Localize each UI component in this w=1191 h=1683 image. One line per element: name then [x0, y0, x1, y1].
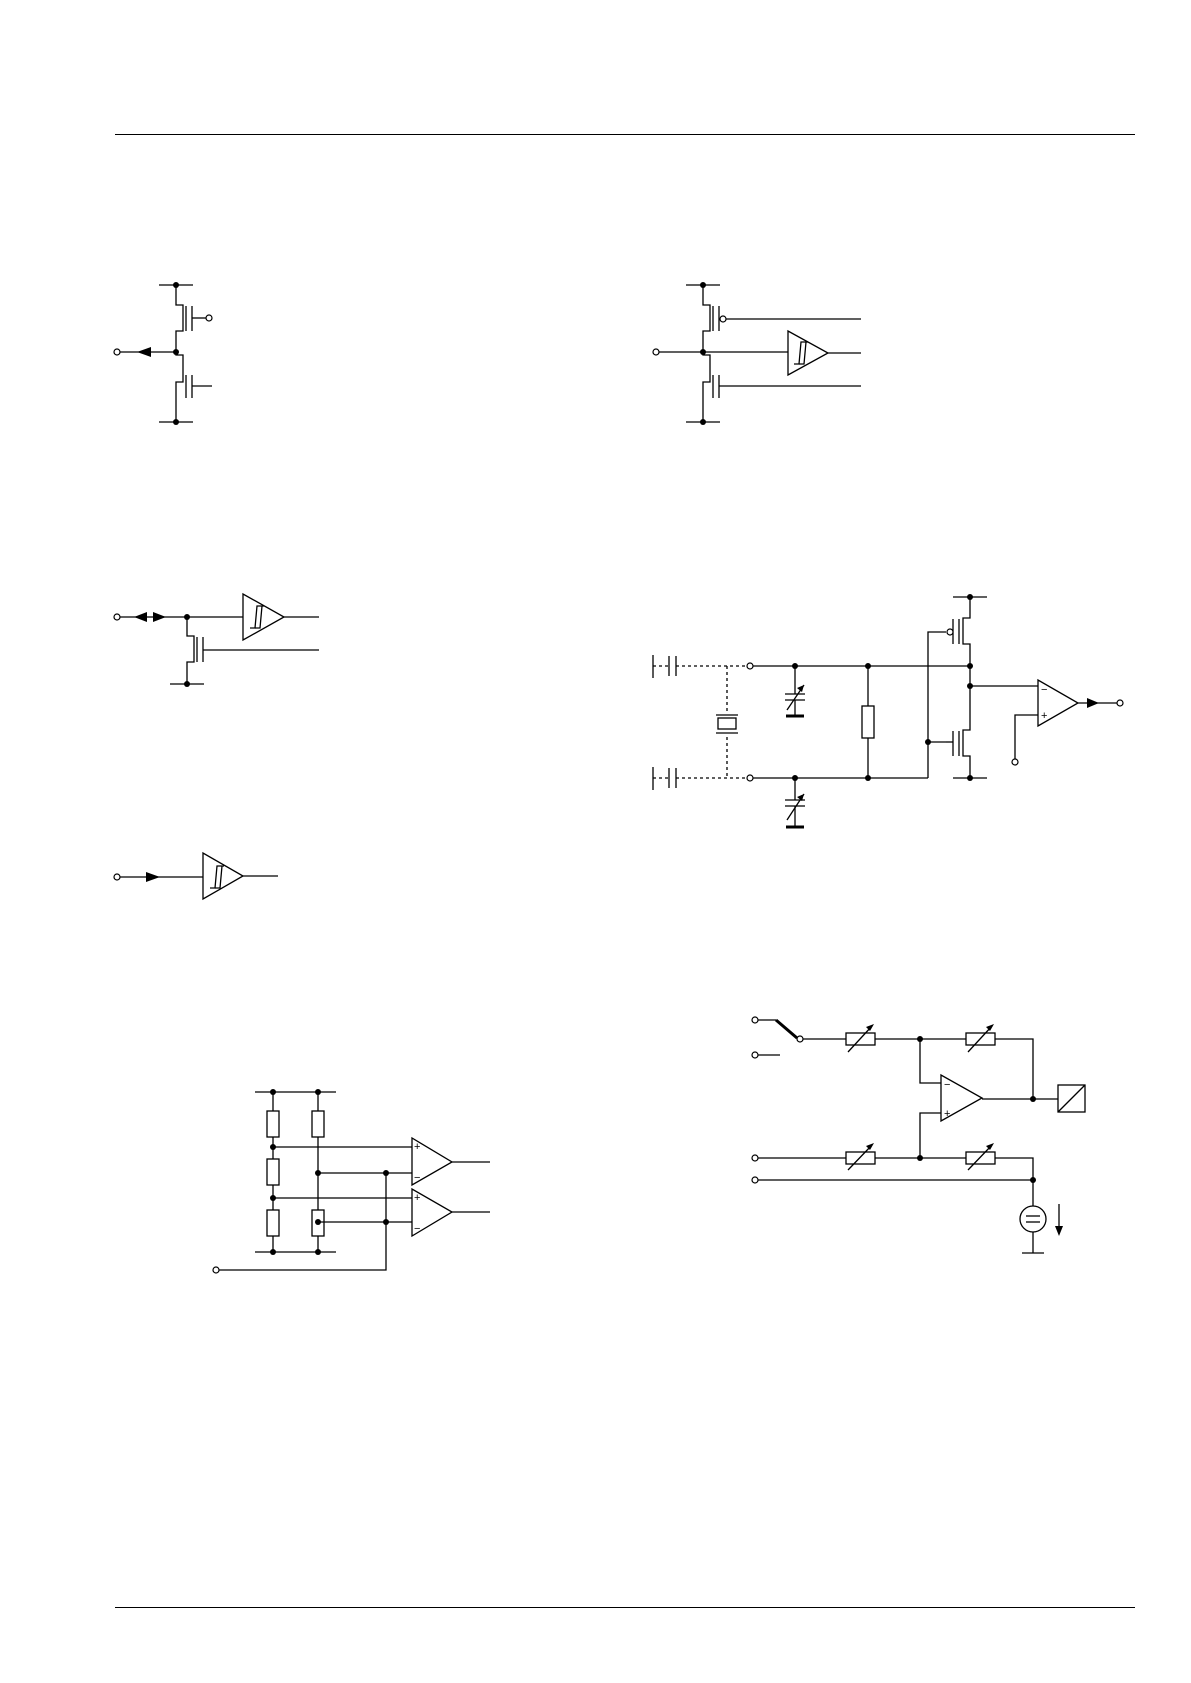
resistor-icon [312, 1210, 324, 1252]
input-arrow-icon [146, 872, 160, 882]
potentiometer-icon [966, 1143, 995, 1170]
n-channel-mosfet-icon [187, 617, 319, 684]
capacitor-icon [653, 655, 676, 678]
n-channel-mosfet-icon [186, 375, 212, 398]
opamp-plus-sign: + [414, 1192, 420, 1204]
push-pull-output-stage [114, 282, 212, 425]
resistor-icon [312, 1092, 324, 1210]
comparator-icon: + − [412, 1138, 452, 1185]
p-channel-mosfet-icon [713, 306, 861, 331]
current-source-icon [1020, 1204, 1063, 1253]
schmitt-trigger-icon [788, 331, 828, 375]
bidirectional-open-drain-port [114, 594, 319, 687]
variable-capacitor-icon [785, 666, 805, 716]
opamp-icon: − + [941, 1075, 982, 1121]
mosfet-icon [946, 666, 970, 778]
window-comparator: + − + − [213, 1089, 490, 1273]
p-channel-mosfet-icon [186, 306, 212, 331]
difference-amplifier-adc: − + [752, 1017, 1085, 1253]
output-arrow-icon [137, 347, 151, 357]
opamp-plus-sign: + [944, 1108, 950, 1120]
potentiometer-icon [846, 1024, 875, 1052]
variable-capacitor-icon [785, 778, 805, 827]
crystal-oscillator-circuit: − + [653, 594, 1123, 827]
resistor-icon [862, 666, 874, 778]
opamp-minus-sign: − [414, 1223, 420, 1235]
opamp-minus-sign: − [414, 1172, 420, 1184]
mosfet-icon [947, 597, 970, 666]
schmitt-trigger-icon [203, 853, 243, 899]
resistor-icon [267, 1208, 279, 1252]
schmitt-trigger-input [114, 853, 278, 899]
schmitt-trigger-input-with-transistors [653, 282, 861, 425]
potentiometer-icon [966, 1024, 995, 1052]
opamp-plus-sign: + [1041, 710, 1047, 722]
schmitt-trigger-icon [243, 594, 284, 640]
opamp-plus-sign: + [414, 1141, 420, 1153]
opamp-minus-sign: − [944, 1079, 950, 1091]
capacitor-icon [653, 767, 676, 790]
comparator-icon: − + [1038, 680, 1078, 726]
crystal-icon [716, 715, 738, 733]
comparator-icon: + − [412, 1189, 452, 1236]
switch-icon [752, 1017, 803, 1058]
potentiometer-icon [846, 1143, 875, 1170]
adc-icon [1058, 1085, 1085, 1112]
opamp-minus-sign: − [1041, 684, 1047, 696]
n-channel-mosfet-icon [713, 375, 861, 398]
